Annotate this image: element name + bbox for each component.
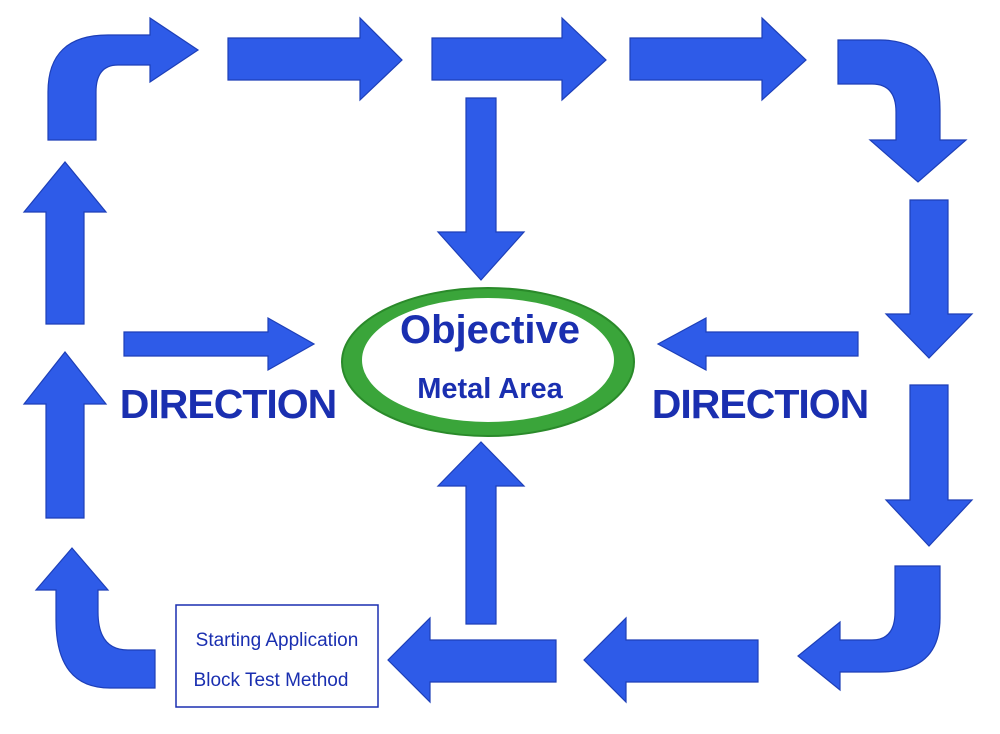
objective-node: Objective Metal Area	[341, 287, 635, 437]
objective-title: Objective	[400, 308, 580, 352]
start-box: Starting Application Block Test Method	[175, 604, 379, 708]
arrow-left-up-1	[22, 351, 108, 519]
objective-ellipse-inner	[362, 298, 614, 422]
direction-label-right: DIRECTION	[652, 381, 869, 427]
arrow-corner-top-right	[837, 39, 968, 183]
start-box-line-2: Block Test Method	[194, 670, 349, 691]
arrow-top-3	[629, 16, 807, 102]
arrow-right-down-2	[884, 384, 974, 547]
arrow-corner-bottom-left	[34, 547, 156, 689]
arrow-corner-bottom-right	[797, 565, 941, 692]
arrow-bottom-2	[387, 616, 557, 704]
arrow-top-1	[227, 16, 403, 102]
arrow-up-to-objective	[436, 441, 526, 625]
arrow-right-down-1	[884, 199, 974, 359]
arrow-top-2	[431, 16, 607, 102]
arrow-corner-top-left	[47, 16, 200, 141]
arrow-down-to-objective	[436, 97, 526, 281]
arrow-left-up-2	[22, 161, 108, 325]
objective-subtitle: Metal Area	[417, 373, 563, 405]
start-box-line-1: Starting Application	[196, 630, 359, 651]
arrow-bottom-1	[583, 616, 759, 704]
arrow-left-to-objective	[123, 316, 316, 372]
start-box-border	[175, 604, 379, 708]
arrow-right-to-objective	[656, 316, 859, 372]
direction-label-left: DIRECTION	[120, 381, 337, 427]
